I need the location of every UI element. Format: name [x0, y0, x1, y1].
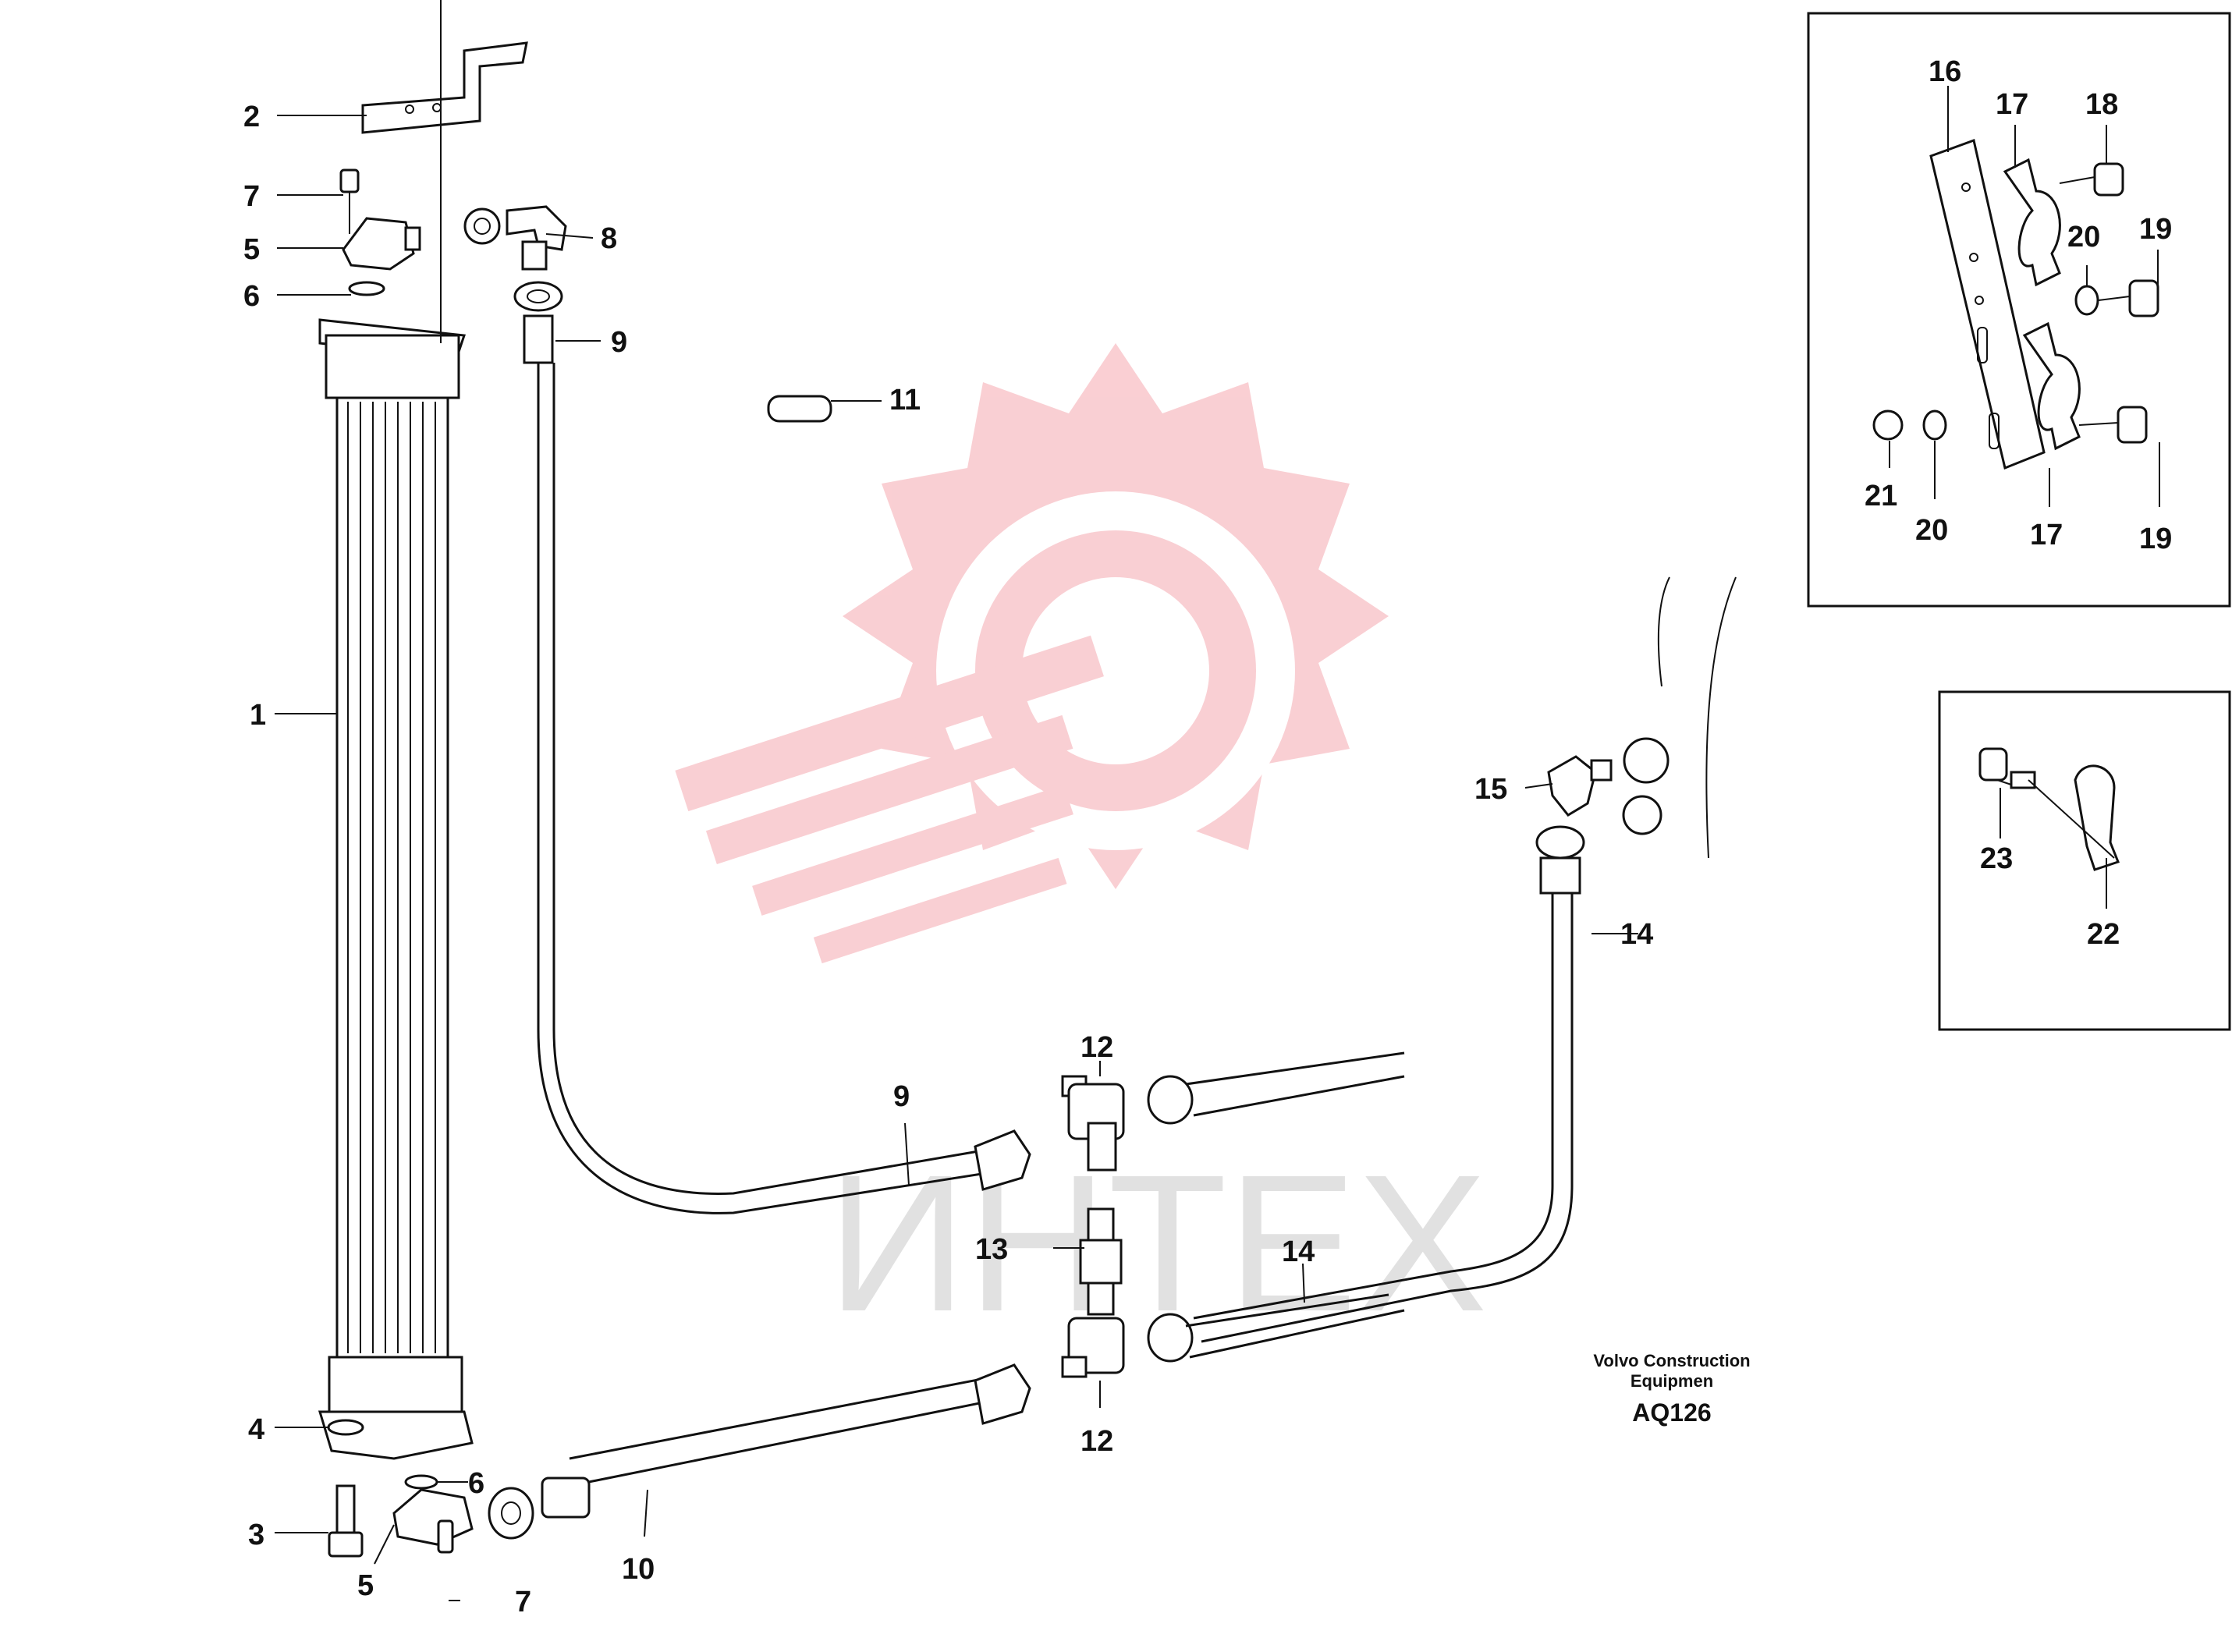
clamp-assembly — [1872, 139, 2159, 470]
label-17-bottom: 17 — [2030, 519, 2063, 551]
label-13: 13 — [975, 1233, 1008, 1266]
label-11: 11 — [889, 384, 921, 417]
mounting-bracket — [361, 0, 528, 343]
label-20-top: 20 — [2067, 221, 2100, 253]
inset-box-clamp — [1807, 12, 2231, 608]
label-9-mid: 9 — [893, 1080, 910, 1113]
label-5-top: 5 — [243, 233, 260, 266]
label-7-top: 7 — [243, 180, 260, 213]
label-8: 8 — [601, 222, 617, 255]
label-7-bottom: 7 — [515, 1586, 531, 1618]
label-23: 23 — [1980, 842, 2013, 875]
hose-9-upper — [537, 363, 1007, 1214]
label-19-bottom: 19 — [2139, 523, 2172, 555]
label-14-bottom: 14 — [1282, 1235, 1315, 1268]
label-12-bottom: 12 — [1081, 1425, 1113, 1458]
label-4: 4 — [248, 1413, 264, 1446]
hose-10 — [569, 1371, 1015, 1460]
label-1: 1 — [250, 699, 266, 732]
label-16: 16 — [1929, 55, 1961, 88]
caption-code: AQ126 — [1632, 1399, 1711, 1427]
label-15: 15 — [1474, 773, 1507, 806]
hose-14 — [1193, 889, 1554, 1320]
label-10: 10 — [622, 1553, 655, 1586]
label-19-top: 19 — [2139, 213, 2172, 246]
label-9-top: 9 — [611, 326, 627, 359]
label-14-right: 14 — [1620, 918, 1653, 951]
label-2: 2 — [243, 101, 260, 133]
part-labels: 2 7 5 6 1 4 3 5 6 7 8 9 11 9 12 13 12 10… — [243, 55, 2172, 1618]
fitting-15 — [1535, 576, 1737, 895]
caption: Volvo Construction Equipmen AQ126 — [1593, 1351, 1750, 1427]
label-22: 22 — [2087, 918, 2120, 951]
label-18: 18 — [2085, 88, 2118, 121]
label-3: 3 — [248, 1519, 264, 1551]
top-fittings — [339, 168, 832, 423]
caption-line1: Volvo Construction — [1593, 1351, 1750, 1370]
p-clamp-assembly — [1978, 747, 2120, 871]
label-20-bottom: 20 — [1915, 514, 1948, 547]
cooler-core — [318, 318, 474, 1460]
label-12-top: 12 — [1081, 1031, 1113, 1064]
label-6-bottom: 6 — [468, 1467, 484, 1500]
watermark-gear-icon — [675, 343, 1389, 964]
label-5-bottom: 5 — [357, 1569, 374, 1602]
label-21: 21 — [1865, 480, 1897, 512]
label-17-top: 17 — [1996, 88, 2028, 121]
caption-line2: Equipmen — [1631, 1371, 1713, 1391]
tee-fittings — [974, 1051, 1405, 1378]
label-6-top: 6 — [243, 280, 260, 313]
leader-lines — [275, 86, 2160, 1601]
